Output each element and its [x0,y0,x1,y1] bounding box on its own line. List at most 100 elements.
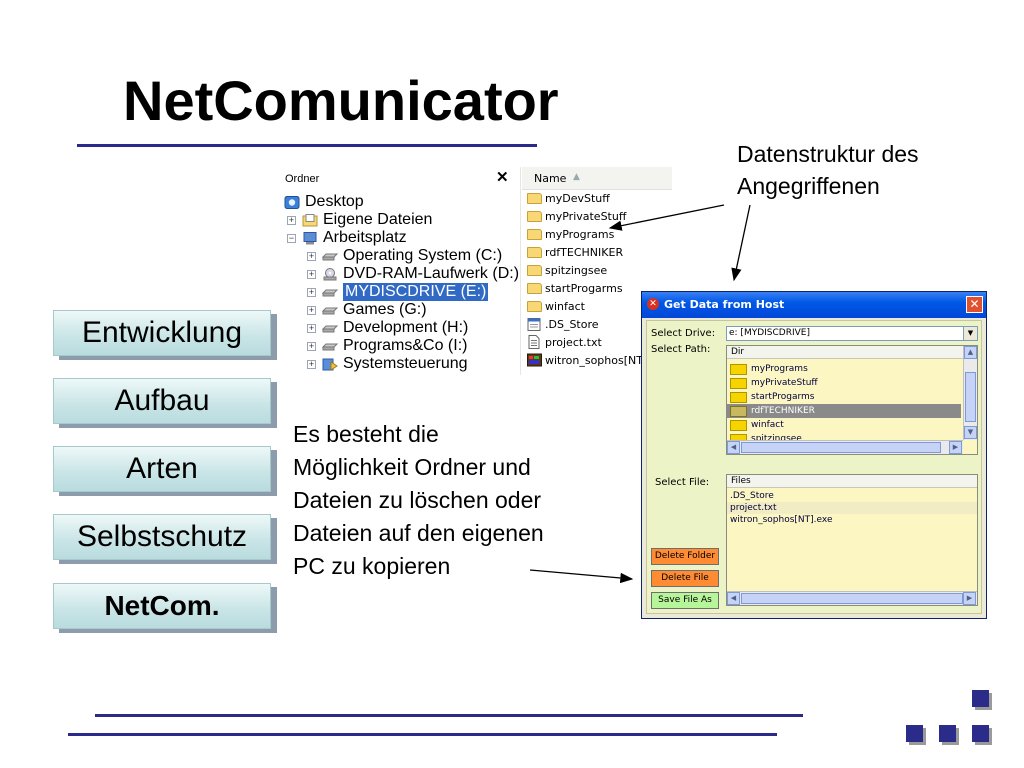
expand-icon[interactable]: + [307,358,316,369]
files-horizontal-scrollbar[interactable]: ◀ ▶ [727,591,977,605]
scroll-down-icon[interactable]: ▼ [964,426,977,439]
dvd-drive-icon [323,267,337,280]
nav-button-netcom[interactable]: NetCom. [53,583,271,629]
expand-icon[interactable]: + [307,268,316,279]
save-file-as-button[interactable]: Save File As [651,592,719,609]
dialog-titlebar[interactable]: ✕ Get Data from Host ✕ [642,292,986,318]
drive-select[interactable]: e: [MYDISCDRIVE] ▼ [726,326,978,341]
delete-folder-button[interactable]: Delete Folder [651,548,719,565]
list-item[interactable]: .DS_Store [527,315,599,333]
dir-item-label: spitzingsee [751,434,802,444]
file-item[interactable]: .DS_Store [730,491,774,501]
expand-icon[interactable]: + [307,340,316,351]
folder-icon [730,391,747,403]
list-item[interactable]: startProgarms [527,279,623,297]
scroll-right-icon[interactable]: ▶ [963,592,976,605]
scroll-thumb[interactable] [965,372,976,422]
scroll-thumb[interactable] [741,442,941,453]
drive-icon [322,325,338,332]
annotation-line: Datenstruktur des [737,141,919,167]
app-icon: ✕ [647,298,659,310]
dir-item[interactable]: startProgarms [730,390,814,404]
expand-icon[interactable]: + [287,214,296,225]
tree-item-label: Eigene Dateien [323,211,433,228]
dir-item[interactable]: myPrivateStuff [730,376,818,390]
dir-item-label: myPrograms [751,364,808,374]
list-item[interactable]: myPrograms [527,225,614,243]
select-file-label: Select File: [655,477,710,488]
nav-button-selbstschutz[interactable]: Selbstschutz [53,514,271,560]
tree-item-drive-d[interactable]: + DVD-RAM-Laufwerk (D:) [307,265,519,283]
chevron-down-icon[interactable]: ▼ [963,327,977,340]
expand-icon[interactable]: + [307,322,316,333]
tree-item-eigene-dateien[interactable]: + Eigene Dateien [287,211,432,229]
tree-item-systemsteuerung[interactable]: + Systemsteuerung [307,355,468,373]
scroll-left-icon[interactable]: ◀ [727,441,740,454]
nav-button-entwicklung[interactable]: Entwicklung [53,310,271,356]
tree-header-label: Ordner [285,173,320,185]
scroll-up-icon[interactable]: ▲ [964,346,977,359]
dir-item[interactable]: winfact [730,418,784,432]
expand-icon[interactable]: + [307,286,316,297]
expand-icon[interactable]: + [307,250,316,261]
folder-icon [730,363,747,375]
computer-icon [303,231,317,244]
expand-icon[interactable]: + [307,304,316,315]
close-icon[interactable]: ✕ [496,169,509,186]
list-item[interactable]: rdfTECHNIKER [527,243,623,261]
folder-icon [527,282,542,294]
folder-icon [527,210,542,222]
file-name: witron_sophos[NT] [545,353,648,367]
nav-button-arten[interactable]: Arten [53,446,271,492]
list-item[interactable]: myDevStuff [527,189,610,207]
folder-icon [527,246,542,258]
file-name: myPrivateStuff [545,209,627,223]
scroll-left-icon[interactable]: ◀ [727,592,740,605]
dir-item[interactable]: myPrograms [730,362,808,376]
tree-item-drive-h[interactable]: + Development (H:) [307,319,468,337]
annotation-line: Es besteht die [293,421,439,447]
annotation-description: Es besteht die Möglichkeit Ordner und Da… [293,418,544,583]
tree-item-drive-e[interactable]: + MYDISCDRIVE (E:) [307,283,489,301]
file-name: startProgarms [545,281,623,295]
folder-icon [527,300,542,312]
files-listbox[interactable]: Files .DS_Store project.txt witron_sopho… [726,474,978,606]
tree-item-drive-c[interactable]: + Operating System (C:) [307,247,502,265]
file-item[interactable]: project.txt [727,502,977,514]
annotation-line: Angegriffenen [737,173,880,199]
logo-square [906,725,923,742]
drive-icon [322,307,338,314]
dir-vertical-scrollbar[interactable]: ▲ ▼ [963,346,977,440]
folder-icon [730,405,747,417]
close-button[interactable]: ✕ [966,296,983,313]
tree-item-label: Desktop [305,193,364,210]
collapse-icon[interactable]: − [287,232,296,243]
list-item[interactable]: myPrivateStuff [527,207,626,225]
tree-item-arbeitsplatz[interactable]: − Arbeitsplatz [287,229,407,247]
tree-item-desktop[interactable]: Desktop [284,193,364,211]
tree-item-drive-g[interactable]: + Games (G:) [307,301,427,319]
file-name: winfact [545,299,585,313]
dir-horizontal-scrollbar[interactable]: ◀ ▶ [727,440,963,454]
file-item[interactable]: witron_sophos[NT].exe [730,515,833,525]
explorer-panel [282,167,672,375]
footer-rule [68,733,777,736]
list-item[interactable]: witron_sophos[NT] [527,351,647,369]
scroll-thumb[interactable] [741,593,963,604]
dir-listbox[interactable]: Dir myPrograms myPrivateStuff startProga… [726,345,978,455]
list-header-name[interactable]: Name ▲ [522,167,672,190]
list-header-label: Name [534,172,567,185]
dir-item-label: startProgarms [751,392,815,402]
annotation-line: Dateien auf den eigenen [293,520,544,546]
tree-item-drive-i[interactable]: + Programs&Co (I:) [307,337,467,355]
dir-item-selected[interactable]: rdfTECHNIKER [727,404,961,418]
documents-folder-icon [302,213,318,226]
list-item[interactable]: project.txt [527,333,602,351]
scroll-right-icon[interactable]: ▶ [949,441,962,454]
select-path-label: Select Path: [651,344,711,355]
list-item[interactable]: winfact [527,297,585,315]
drive-select-value: e: [MYDISCDRIVE] [729,328,810,338]
list-item[interactable]: spitzingsee [527,261,607,279]
nav-button-aufbau[interactable]: Aufbau [53,378,271,424]
delete-file-button[interactable]: Delete File [651,570,719,587]
